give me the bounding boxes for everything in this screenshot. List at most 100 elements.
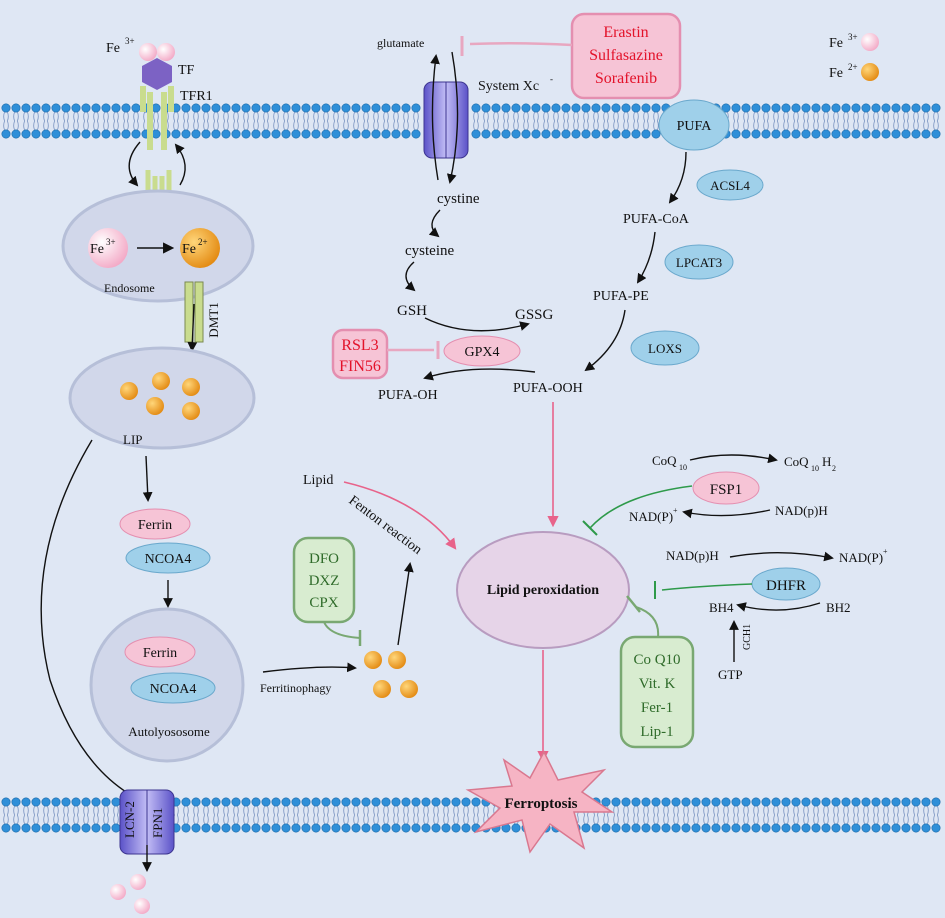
inhibitor-fin56: FIN56	[339, 358, 381, 375]
phospholipid-tail	[863, 814, 869, 825]
phospholipid-tail	[833, 814, 839, 825]
phospholipid-head	[741, 129, 751, 139]
phospholipid-head	[911, 797, 921, 807]
phospholipid-head	[21, 797, 31, 807]
phospholipid-tail	[323, 805, 329, 816]
phospholipid-tail	[383, 805, 389, 816]
ferroptosis-burst: Ferroptosis	[465, 750, 615, 854]
phospholipid-tail	[793, 120, 799, 131]
phospholipid-tail	[313, 814, 319, 825]
phospholipid-tail	[793, 805, 799, 816]
ferrin-label: Ferrin	[138, 518, 172, 533]
phospholipid-head	[381, 797, 391, 807]
bh4-label: BH4	[709, 600, 734, 615]
phospholipid-tail	[23, 111, 29, 122]
coq10-subscript: 10	[679, 463, 687, 472]
phospholipid-head	[731, 823, 741, 833]
phospholipid-tail	[823, 805, 829, 816]
phospholipid-head	[241, 797, 251, 807]
phospholipid-tail	[753, 111, 759, 122]
phospholipid-head	[281, 129, 291, 139]
phospholipid-head	[131, 103, 141, 113]
phospholipid-head	[911, 129, 921, 139]
phospholipid-head	[371, 129, 381, 139]
phospholipid-head	[391, 823, 401, 833]
phospholipid-tail	[543, 111, 549, 122]
phospholipid-head	[501, 103, 511, 113]
phospholipid-head	[341, 823, 351, 833]
phospholipid-tail	[633, 805, 639, 816]
phospholipid-head	[671, 797, 681, 807]
phospholipid-head	[711, 823, 721, 833]
phospholipid-tail	[203, 805, 209, 816]
phospholipid-head	[181, 823, 191, 833]
phospholipid-head	[261, 103, 271, 113]
phospholipid-tail	[43, 814, 49, 825]
phospholipid-head	[891, 797, 901, 807]
phospholipid-tail	[273, 805, 279, 816]
phospholipid-head	[411, 823, 421, 833]
phospholipid-head	[111, 797, 121, 807]
phospholipid-tail	[613, 814, 619, 825]
phospholipid-head	[821, 823, 831, 833]
phospholipid-tail	[633, 120, 639, 131]
phospholipid-tail	[333, 814, 339, 825]
phospholipid-head	[761, 129, 771, 139]
phospholipid-tail	[233, 111, 239, 122]
phospholipid-head	[781, 823, 791, 833]
iron-chelator-box: DFO DXZ CPX	[292, 536, 362, 646]
phospholipid-tail	[593, 814, 599, 825]
phospholipid-tail	[683, 805, 689, 816]
phospholipid-head	[241, 823, 251, 833]
phospholipid-head	[401, 823, 411, 833]
phospholipid-head	[901, 103, 911, 113]
phospholipid-tail	[623, 814, 629, 825]
phospholipid-head	[891, 129, 901, 139]
pufa-label: PUFA	[677, 119, 713, 134]
phospholipid-tail	[553, 111, 559, 122]
phospholipid-head	[41, 797, 51, 807]
phospholipid-head	[661, 823, 671, 833]
phospholipid-tail	[773, 111, 779, 122]
phospholipid-head	[221, 797, 231, 807]
phospholipid-tail	[283, 814, 289, 825]
phospholipid-tail	[753, 814, 759, 825]
phospholipid-head	[431, 823, 441, 833]
fsp1-label: FSP1	[710, 482, 743, 498]
phospholipid-tail	[233, 120, 239, 131]
phospholipid-head	[511, 823, 521, 833]
phospholipid-head	[731, 797, 741, 807]
inhibitor-rsl3: RSL3	[341, 337, 378, 354]
phospholipid-head	[301, 823, 311, 833]
phospholipid-head	[831, 797, 841, 807]
phospholipid-head	[511, 129, 521, 139]
legend-fe2-label: Fe	[829, 66, 843, 81]
phospholipid-head	[191, 823, 201, 833]
phospholipid-head	[861, 823, 871, 833]
phospholipid-head	[241, 103, 251, 113]
phospholipid-tail	[3, 120, 9, 131]
phospholipid-head	[11, 129, 21, 139]
phospholipid-tail	[3, 814, 9, 825]
phospholipid-tail	[413, 120, 419, 131]
phospholipid-head	[771, 823, 781, 833]
fe3-ion	[139, 43, 157, 61]
nadp-plus-label-2: NAD(P)	[839, 550, 883, 565]
phospholipid-head	[881, 129, 891, 139]
phospholipid-tail	[693, 805, 699, 816]
phospholipid-tail	[203, 111, 209, 122]
phospholipid-head	[741, 103, 751, 113]
phospholipid-tail	[883, 120, 889, 131]
phospholipid-head	[361, 823, 371, 833]
phospholipid-tail	[873, 120, 879, 131]
phospholipid-tail	[503, 111, 509, 122]
phospholipid-head	[771, 103, 781, 113]
phospholipid-head	[821, 129, 831, 139]
phospholipid-head	[841, 797, 851, 807]
phospholipid-tail	[63, 805, 69, 816]
phospholipid-tail	[183, 120, 189, 131]
phospholipid-tail	[43, 111, 49, 122]
phospholipid-tail	[323, 111, 329, 122]
phospholipid-head	[821, 797, 831, 807]
fe2-ion	[180, 228, 220, 268]
